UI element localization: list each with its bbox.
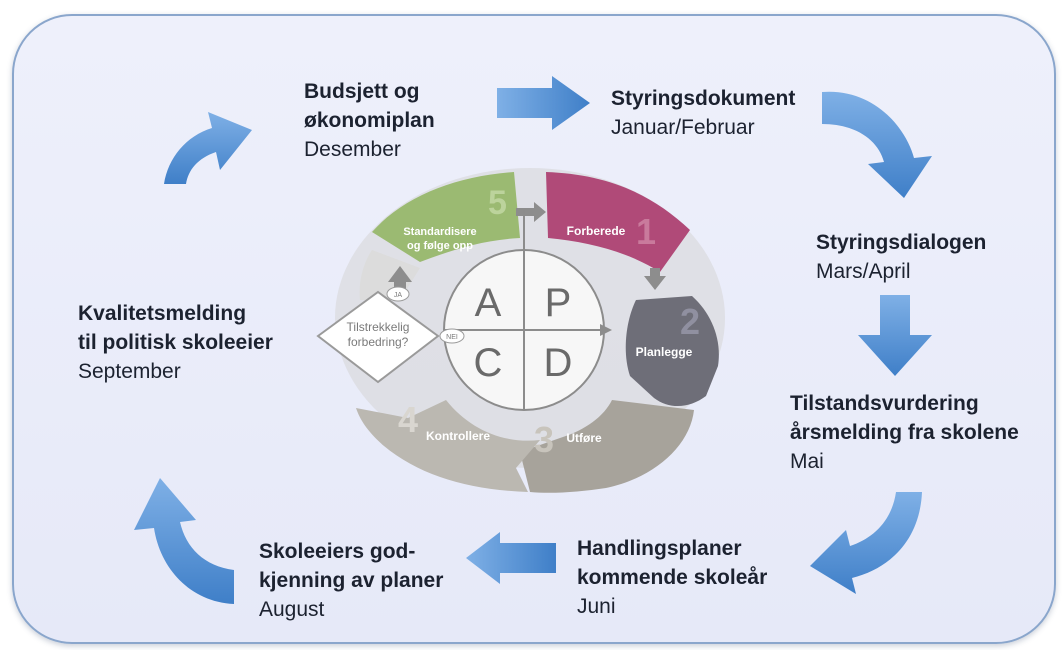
arrow-curve-to-kvalitetsmelding xyxy=(134,478,234,604)
quadrant-a: A xyxy=(475,281,502,325)
step-styringsdialogen-date: Mars/April xyxy=(816,260,911,283)
arrow-budsjett-to-styringsdokument xyxy=(497,76,590,130)
step-styringsdialogen: Styringsdialogen Mars/April xyxy=(816,228,986,286)
decision-question-2: forbedring? xyxy=(348,335,409,349)
step-godkjenning-date: August xyxy=(259,598,325,621)
segment-planlegge xyxy=(625,296,719,407)
segment-label-kontrollere: Kontrollere xyxy=(426,429,490,443)
segment-label-standardisere-2: og følge opp xyxy=(407,240,473,252)
step-handlingsplaner-title-2: kommende skoleår xyxy=(577,566,768,589)
quadrant-c: C xyxy=(474,341,503,385)
arrow-curve-to-styringsdialogen xyxy=(822,91,932,198)
step-budsjett-title-2: økonomiplan xyxy=(304,109,435,132)
step-handlingsplaner-title-1: Handlingsplaner xyxy=(577,537,742,560)
segment-kontrollere xyxy=(356,400,540,492)
segment-number-1: 1 xyxy=(636,211,656,252)
segment-standardisere xyxy=(372,172,520,262)
step-kvalitetsmelding-title-1: Kvalitetsmelding xyxy=(78,302,247,325)
arrow-handlingsplaner-to-godkjenning xyxy=(466,532,556,584)
segment-label-utfore: Utføre xyxy=(566,431,602,445)
step-godkjenning-title-1: Skoleeiers god- xyxy=(259,540,416,563)
decision-diamond: Tilstrekkelig forbedring? JA NEI xyxy=(316,286,465,384)
step-budsjett: Budsjett og økonomiplan Desember xyxy=(304,77,435,164)
center-arrowhead xyxy=(600,324,612,336)
decision-question-1: Tilstrekkelig xyxy=(347,320,410,334)
step-kvalitetsmelding-title-2: til politisk skoleeier xyxy=(78,331,273,354)
segment-forberede xyxy=(546,172,690,272)
step-tilstandsvurdering-date: Mai xyxy=(790,450,824,473)
segment-utfore xyxy=(520,400,694,493)
segment-number-2: 2 xyxy=(680,301,700,342)
step-styringsdokument-date: Januar/Februar xyxy=(611,116,755,139)
step-styringsdialogen-title: Styringsdialogen xyxy=(816,231,987,254)
decision-no-label: NEI xyxy=(446,334,458,341)
quadrant-p: P xyxy=(545,281,572,325)
arrow-curve-to-handlingsplaner xyxy=(810,492,922,594)
step-kvalitetsmelding-date: September xyxy=(78,360,181,383)
segment-number-4: 4 xyxy=(398,399,418,440)
step-kvalitetsmelding: Kvalitetsmelding til politisk skoleeier … xyxy=(78,299,273,386)
step-tilstandsvurdering: Tilstandsvurdering årsmelding fra skolen… xyxy=(790,389,1019,476)
segment-label-forberede: Forberede xyxy=(567,224,626,238)
step-budsjett-date: Desember xyxy=(304,138,401,161)
quadrant-d: D xyxy=(544,341,573,385)
step-handlingsplaner-date: Juni xyxy=(577,595,616,618)
pdca-wheel: A P C D 5 Standardisere og følge opp 1 F… xyxy=(316,168,725,493)
step-tilstandsvurdering-title-2: årsmelding fra skolene xyxy=(790,421,1019,444)
step-tilstandsvurdering-title-1: Tilstandsvurdering xyxy=(790,392,979,415)
segment-number-5: 5 xyxy=(488,184,507,222)
step-styringsdokument: Styringsdokument Januar/Februar xyxy=(611,84,795,142)
step-godkjenning-title-2: kjenning av planer xyxy=(259,569,444,592)
decision-no-badge xyxy=(439,328,465,344)
step-styringsdokument-title: Styringsdokument xyxy=(611,87,796,110)
segment-number-3: 3 xyxy=(534,419,554,460)
arrow-down-to-tilstandsvurdering xyxy=(858,295,932,376)
step-godkjenning: Skoleeiers god- kjenning av planer Augus… xyxy=(259,537,443,624)
arrow-curve-to-budsjett xyxy=(130,112,252,184)
decision-yes-label: JA xyxy=(394,292,403,299)
connector-arrows xyxy=(388,202,666,292)
step-handlingsplaner: Handlingsplaner kommende skoleår Juni xyxy=(577,534,767,621)
segment-label-standardisere-1: Standardisere xyxy=(403,226,476,238)
decision-yes-badge xyxy=(386,286,410,302)
step-budsjett-title-1: Budsjett og xyxy=(304,80,420,103)
segment-label-planlegge: Planlegge xyxy=(636,345,693,359)
